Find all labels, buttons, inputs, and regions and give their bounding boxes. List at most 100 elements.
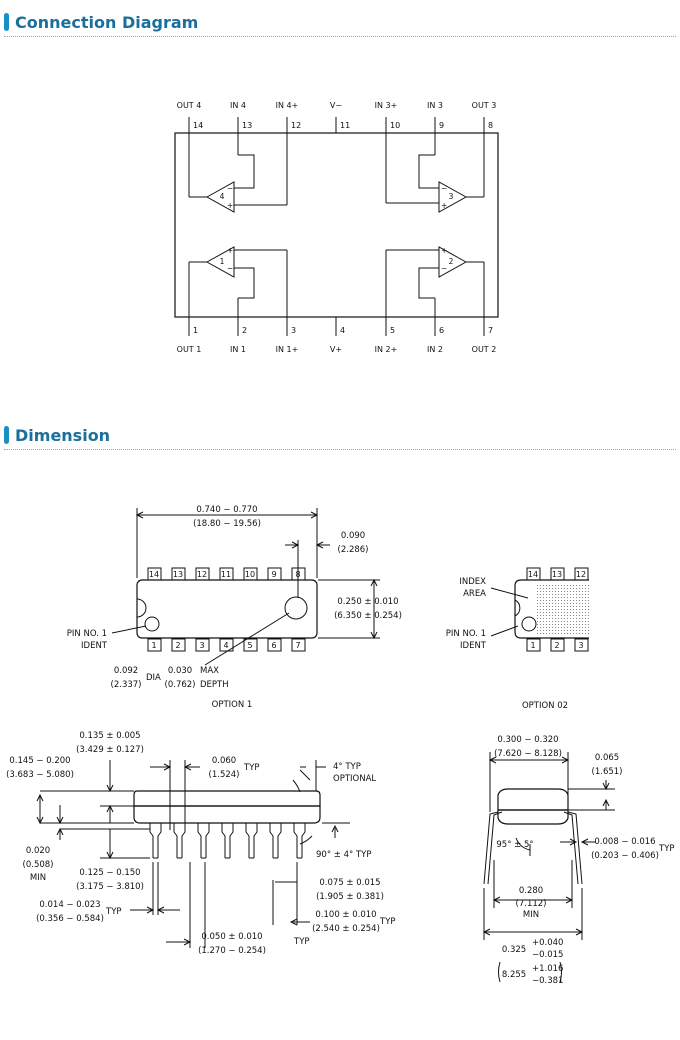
depth-inch: 0.030 — [168, 666, 192, 676]
top-view-text: 14 13 12 11 10 9 8 1 2 3 4 5 6 7 0.740 −… — [67, 505, 402, 710]
end-body-upper — [497, 788, 569, 811]
index-area-label-1: INDEX — [459, 577, 486, 587]
opt2-bottom-pin-3: 3 — [578, 641, 583, 650]
pin-label-8: OUT 3 — [472, 101, 497, 110]
opt2-top-pin-12: 12 — [576, 570, 586, 579]
opamp-number-4: 4 — [220, 192, 225, 201]
top-pin-8: 8 — [295, 570, 300, 579]
opt2-bottom-pin-2: 2 — [554, 641, 559, 650]
end-body-lower — [497, 809, 569, 825]
pin1-ident-circle — [144, 616, 160, 632]
thickness-mm: (1.270 − 0.254) — [198, 946, 266, 956]
bottom-pin-2: 2 — [175, 641, 180, 650]
pitch-mm: (1.524) — [209, 770, 240, 780]
thickness-typ: TYP — [293, 937, 310, 947]
row-spacing-mm: (7.112) — [516, 899, 547, 909]
bottom-pin-5: 5 — [247, 641, 252, 650]
width-inch: 0.250 ± 0.010 — [337, 597, 398, 607]
top-pin-10: 10 — [245, 570, 255, 579]
standoff-inch: 0.020 — [26, 846, 50, 856]
pin-label-14: OUT 4 — [177, 101, 202, 110]
pin-number-13: 13 — [242, 121, 252, 130]
depth-label-max: MAX — [200, 666, 219, 676]
dia-mm: (2.337) — [111, 680, 142, 690]
pin-number-1: 1 — [193, 326, 198, 335]
spacing-typ: TYP — [379, 917, 396, 927]
side-view-text: 0.135 ± 0.005 (3.429 ± 0.127) 0.145 − 0.… — [6, 731, 395, 956]
option1-caption: OPTION 1 — [212, 700, 253, 710]
lead-length-inch: 0.125 − 0.150 — [79, 868, 140, 878]
end-view-text: 0.300 − 0.320 (7.620 − 8.128) 0.065 (1.6… — [494, 735, 674, 986]
lead-thickness-mm: (0.203 − 0.406) — [591, 851, 659, 861]
shoulder-mm: (1.905 ± 0.381) — [316, 892, 384, 902]
bottom-pin-4: 4 — [223, 641, 228, 650]
ic-package-outline — [174, 132, 499, 318]
height1-inch: 0.135 ± 0.005 — [79, 731, 140, 741]
span-inch-minus: −0.015 — [532, 950, 563, 960]
top-pin-11: 11 — [221, 570, 231, 579]
end-inch: 0.090 — [341, 531, 365, 541]
pin-number-14: 14 — [193, 121, 203, 130]
connection-diagram-heading: Connection Diagram — [4, 10, 198, 34]
side-leads — [149, 823, 306, 859]
pin-number-2: 2 — [242, 326, 247, 335]
connection-heading-divider — [4, 36, 676, 37]
pin-number-3: 3 — [291, 326, 296, 335]
lead-width-inch: 0.014 − 0.023 — [39, 900, 100, 910]
pin-label-4: V+ — [330, 345, 342, 354]
pin-number-7: 7 — [488, 326, 493, 335]
opamp-2-plus: + — [441, 246, 447, 255]
pin-label-9: IN 3 — [427, 101, 443, 110]
opamp-1-symbol — [205, 246, 235, 278]
pin-number-8: 8 — [488, 121, 493, 130]
dimension-heading-divider — [4, 449, 676, 450]
end-left-lead — [483, 811, 499, 885]
span-mm: 8.255 — [502, 970, 526, 980]
pin-label-6: IN 2 — [427, 345, 443, 354]
pin-label-2: IN 1 — [230, 345, 246, 354]
index-area-label-2: AREA — [463, 589, 486, 599]
opamp-2-minus: − — [441, 264, 447, 273]
height2-mm: (3.683 − 5.080) — [6, 770, 74, 780]
opamp-3-plus: + — [441, 201, 447, 210]
option2-body — [514, 579, 589, 639]
spacing-inch: 0.100 ± 0.010 — [315, 910, 376, 920]
pin-label-11: V− — [330, 101, 342, 110]
height1-mm: (3.429 ± 0.127) — [76, 745, 144, 755]
heading-bar-icon — [4, 13, 9, 31]
side-view — [36, 760, 350, 948]
connection-labels: OUT 4 IN 4 IN 4+ V− IN 3+ IN 3 OUT 3 14 … — [177, 101, 497, 354]
pin1-ident-label-2: IDENT — [81, 641, 108, 651]
pin-label-7: OUT 2 — [472, 345, 497, 354]
span-inch-plus: +0.040 — [532, 938, 563, 948]
angle-optional: OPTIONAL — [333, 774, 376, 784]
width-mm: (6.350 ± 0.254) — [334, 611, 402, 621]
lead-width-typ: TYP — [105, 907, 122, 917]
pin-number-6: 6 — [439, 326, 444, 335]
pin-number-10: 10 — [390, 121, 400, 130]
standoff-min: MIN — [30, 873, 46, 883]
option2-pin1-circle — [521, 616, 537, 632]
length-mm: (18.80 − 19.56) — [193, 519, 261, 529]
opamp-3-symbol — [438, 181, 468, 213]
end-right-lead — [567, 811, 583, 885]
depth-mm: (0.762) — [165, 680, 196, 690]
bottom-pin-1: 1 — [151, 641, 156, 650]
end-mm: (2.286) — [338, 545, 369, 555]
pin-label-3: IN 1+ — [276, 345, 299, 354]
dia-inch: 0.092 — [114, 666, 138, 676]
spacing-mm: (2.540 ± 0.254) — [312, 924, 380, 934]
pin-label-1: OUT 1 — [177, 345, 202, 354]
pin1-ident-label-1: PIN NO. 1 — [67, 629, 107, 639]
lead-thickness-inch: 0.008 − 0.016 — [594, 837, 655, 847]
end-width-mm: (7.620 − 8.128) — [494, 749, 562, 759]
side-body-upper — [133, 790, 321, 807]
pitch-inch: 0.060 — [212, 756, 236, 766]
lead-width-mm: (0.356 − 0.584) — [36, 914, 104, 924]
ejector-pin-circle — [284, 596, 308, 620]
span-mm-minus: −0.381 — [532, 976, 563, 986]
angle-90-typ: 90° ± 4° TYP — [316, 850, 371, 860]
row-spacing-inch: 0.280 — [519, 886, 543, 896]
opamp-number-3: 3 — [449, 192, 454, 201]
